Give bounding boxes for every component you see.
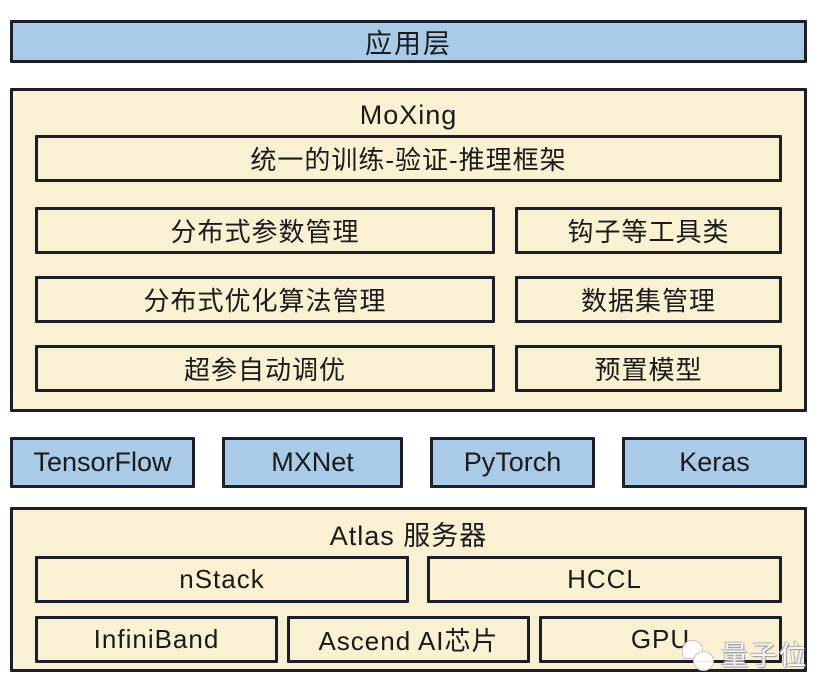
infiniband-label: InfiniBand (93, 624, 220, 654)
atlas-server-container: Atlas 服务器 nStack HCCL InfiniBand Ascend … (10, 507, 807, 672)
distributed-parameter-management-box: 分布式参数管理 (35, 207, 495, 254)
distributed-optimizer-management-label: 分布式优化算法管理 (143, 286, 387, 316)
hccl-box: HCCL (427, 556, 782, 603)
application-layer-label: 应用层 (365, 29, 452, 59)
keras-label: Keras (679, 447, 750, 477)
dataset-management-box: 数据集管理 (515, 276, 782, 323)
preset-models-label: 预置模型 (594, 355, 703, 385)
nstack-box: nStack (35, 556, 409, 603)
moxing-container: MoXing 统一的训练-验证-推理框架 分布式参数管理 钩子等工具类 分布式优… (10, 88, 807, 412)
preset-models-box: 预置模型 (515, 345, 782, 392)
frameworks-row: TensorFlow MXNet PyTorch Keras (10, 437, 807, 488)
infiniband-box: InfiniBand (35, 616, 278, 663)
dataset-management-label: 数据集管理 (580, 286, 716, 316)
tensorflow-box: TensorFlow (10, 437, 195, 488)
moxing-row-2: 分布式优化算法管理 数据集管理 (35, 276, 782, 323)
gpu-box: GPU (539, 616, 782, 663)
application-layer-box: 应用层 (10, 20, 807, 63)
mxnet-box: MXNet (222, 437, 403, 488)
hooks-and-tools-box: 钩子等工具类 (515, 207, 782, 254)
hyperparameter-auto-tuning-label: 超参自动调优 (183, 355, 346, 385)
atlas-server-title: Atlas 服务器 (329, 521, 488, 551)
hccl-label: HCCL (567, 564, 642, 594)
moxing-row-3: 超参自动调优 预置模型 (35, 345, 782, 392)
tensorflow-label: TensorFlow (33, 447, 172, 477)
mxnet-label: MXNet (271, 447, 354, 477)
pytorch-label: PyTorch (463, 447, 562, 477)
ascend-ai-chip-label: Ascend AI芯片 (318, 626, 499, 656)
gpu-label: GPU (630, 624, 691, 654)
moxing-title: MoXing (359, 100, 458, 130)
atlas-row-1: nStack HCCL (35, 556, 782, 603)
ascend-ai-chip-box: Ascend AI芯片 (287, 616, 530, 663)
hyperparameter-auto-tuning-box: 超参自动调优 (35, 345, 495, 392)
pytorch-box: PyTorch (430, 437, 595, 488)
nstack-label: nStack (179, 564, 265, 594)
keras-box: Keras (622, 437, 807, 488)
distributed-parameter-management-label: 分布式参数管理 (170, 217, 360, 247)
unified-train-val-infer-framework-box: 统一的训练-验证-推理框架 (35, 135, 782, 182)
atlas-row-2: InfiniBand Ascend AI芯片 GPU (35, 616, 782, 663)
distributed-optimizer-management-box: 分布式优化算法管理 (35, 276, 495, 323)
unified-train-val-infer-framework-label: 统一的训练-验证-推理框架 (250, 145, 567, 175)
hooks-and-tools-label: 钩子等工具类 (567, 217, 730, 247)
moxing-row-1: 分布式参数管理 钩子等工具类 (35, 207, 782, 254)
